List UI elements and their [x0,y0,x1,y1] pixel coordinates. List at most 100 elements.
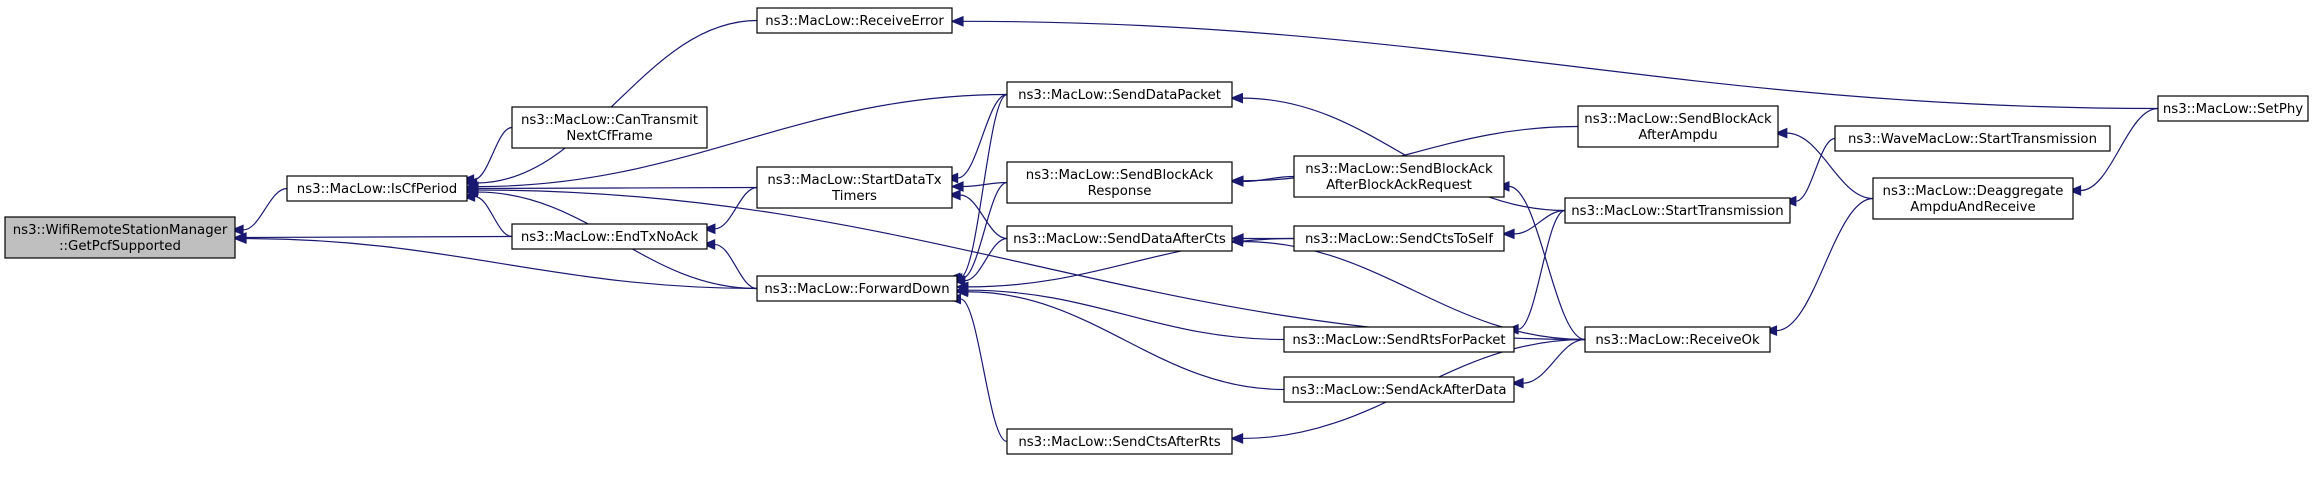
node-label: ns3::MacLow::SendCtsAfterRts [1018,435,1220,450]
edge-arrowhead [460,174,475,186]
node-recverr[interactable]: ns3::MacLow::ReceiveError [756,7,953,34]
edge-arrowhead [1774,127,1788,139]
edge-line [1517,209,1566,330]
edge-wstx-to-stx [1783,137,1836,207]
edge-arrowhead [950,15,964,27]
node-label: ns3::MacLow::ReceiveError [765,14,944,29]
edge-arrowhead [1229,92,1243,104]
node-fwd[interactable]: ns3::MacLow::ForwardDown [756,275,958,302]
node-iscf[interactable]: ns3::MacLow::IsCfPeriod [286,175,468,202]
edge-arrowhead [233,233,247,244]
node-scts[interactable]: ns3::MacLow::SendCtsToSelf [1293,225,1505,252]
edge-scar-to-fwd [947,293,1008,443]
edge-recverr-to-iscf [463,19,758,189]
edge-line [1242,125,1579,182]
edge-line [477,189,1586,341]
edge-line [967,237,1295,288]
node-setphy[interactable]: ns3::MacLow::SetPhy [2157,95,2309,122]
edge-rok-to-saad [1510,338,1586,389]
edge-fwd-to-endtx [702,239,758,290]
node-label: ns3::WaveMacLow::StartTransmission [1848,132,2097,147]
edge-arrowhead [1230,176,1244,187]
node-label: ns3::MacLow::SendBlockAck [1026,168,1214,183]
node-box [1006,161,1233,204]
node-label: ns3::MacLow::CanTransmit [521,113,698,128]
edge-line [962,20,2159,110]
edge-line [474,195,513,238]
node-label: ns3::MacLow::IsCfPeriod [297,182,457,197]
edge-line [959,194,1008,240]
edge-line [2080,107,2159,192]
node-box [1293,225,1505,252]
edge-line [964,237,1008,282]
node-rok[interactable]: ns3::MacLow::ReceiveOk [1584,326,1771,353]
node-box [511,223,708,250]
node-label: ns3::WifiRemoteStationManager [13,223,228,238]
edge-line [962,181,1008,188]
node-wstx[interactable]: ns3::WaveMacLow::StartTransmission [1834,125,2111,152]
edge-line [477,93,1008,188]
node-label: ::GetPcfSupported [59,239,181,254]
node-label: ns3::MacLow::SendBlockAck [1305,162,1493,177]
node-label: Response [1088,184,1152,199]
edge-line [967,289,1285,341]
node-box [1584,326,1771,353]
node-sbaa[interactable]: ns3::MacLow::SendBlockAckAfterBlockAckRe… [1293,155,1505,198]
edge-rok-to-iscf [465,184,1586,341]
node-label: ns3::MacLow::SendBlockAck [1584,112,1772,127]
edge-line [473,126,513,181]
edge-line [1242,97,1566,212]
node-box [1283,376,1515,403]
node-label: ns3::MacLow::SendDataPacket [1018,88,1221,103]
node-sdac[interactable]: ns3::MacLow::SendDataAfterCts [1006,225,1233,252]
node-label: AfterAmpdu [1638,128,1717,143]
node-sdp[interactable]: ns3::MacLow::SendDataPacket [1006,81,1233,108]
node-box [756,275,958,302]
edge-line [961,181,1008,280]
node-label: ns3::MacLow::SendCtsToSelf [1305,232,1493,247]
node-label: AfterBlockAckRequest [1326,178,1472,193]
edge-arrowhead [230,224,244,236]
nodes-layer: ns3::WifiRemoteStationManager::GetPcfSup… [4,7,2309,455]
edge-sdac-to-sdtt [947,189,1008,240]
edge-line [1242,175,1295,183]
edge-arrowhead [1229,433,1244,444]
edge-line [1508,185,1586,341]
edge-deagg-to-sbaam [1774,127,1874,200]
edge-endtx-to-getpcf [233,232,513,243]
edge-stx-to-scts [1501,209,1566,240]
edge-line [714,243,758,290]
edge-cantx-to-iscf [460,126,513,186]
node-label: ns3::MacLow::EndTxNoAck [521,230,699,245]
edge-deagg-to-rok [1763,197,1874,337]
edge-arrowhead [947,189,961,201]
edge-arrowhead [1510,377,1524,389]
node-box [511,106,708,149]
node-box [4,216,236,259]
node-box [1834,125,2111,152]
node-box [286,175,468,202]
edge-arrowhead [702,223,716,235]
node-endtx[interactable]: ns3::MacLow::EndTxNoAck [511,223,708,250]
edge-srfp-to-fwd [955,284,1285,341]
node-getpcf[interactable]: ns3::WifiRemoteStationManager::GetPcfSup… [4,216,236,259]
node-stx[interactable]: ns3::MacLow::StartTransmission [1564,197,1791,224]
node-box [2157,95,2309,122]
edge-line [1242,240,1586,341]
edge-endtx-to-iscf [461,191,513,238]
node-srfp[interactable]: ns3::MacLow::SendRtsForPacket [1283,326,1515,353]
edge-line [959,93,1008,279]
node-box [1006,428,1233,455]
node-saad[interactable]: ns3::MacLow::SendAckAfterData [1283,376,1515,403]
node-scar[interactable]: ns3::MacLow::SendCtsAfterRts [1006,428,1233,455]
node-box [1006,225,1233,252]
node-label: ns3::MacLow::SendAckAfterData [1291,383,1506,398]
node-label: ns3::MacLow::ForwardDown [764,282,949,297]
node-box [1293,155,1505,198]
